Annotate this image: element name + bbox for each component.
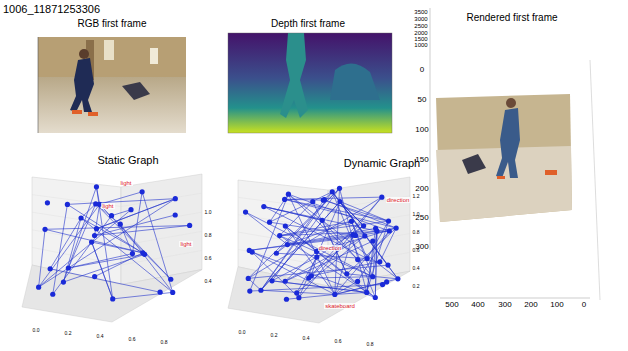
axis-tick: 1.0 bbox=[205, 210, 212, 215]
axis-tick: 0.0 bbox=[239, 330, 246, 335]
axis-tick: 200 bbox=[415, 185, 428, 193]
graph-edges bbox=[246, 188, 398, 299]
axis-tick: 100 bbox=[415, 126, 428, 134]
graph-points bbox=[243, 186, 401, 302]
node-label: direction bbox=[386, 197, 411, 203]
graph-points bbox=[36, 184, 192, 301]
axes-box bbox=[22, 174, 202, 322]
graph-plots bbox=[22, 174, 410, 323]
axis-tick: 0.4 bbox=[413, 266, 420, 271]
axis-tick: 0.2 bbox=[65, 331, 72, 336]
axis-tick: 1.0 bbox=[413, 212, 420, 217]
depth-frame bbox=[228, 33, 392, 133]
axis-tick: 0.6 bbox=[413, 248, 420, 253]
axis-tick: 0.4 bbox=[303, 336, 310, 341]
axis-tick: 500 bbox=[445, 301, 458, 309]
axis-tick: 1000 bbox=[414, 42, 427, 48]
rendered-frame bbox=[430, 8, 600, 300]
graph-edges bbox=[39, 187, 190, 299]
panel-title: Dynamic Graph bbox=[344, 158, 420, 169]
axis-tick: 1.2 bbox=[413, 194, 420, 199]
axis-tick: 200 bbox=[524, 301, 537, 309]
axis-tick: 3500 bbox=[414, 9, 427, 15]
axis-tick: 0.4 bbox=[97, 334, 104, 339]
node-label: skateboard bbox=[324, 303, 356, 309]
panel-title: Depth first frame bbox=[271, 19, 345, 29]
axis-tick: 50 bbox=[418, 96, 427, 104]
axis-tick: 3000 bbox=[414, 16, 427, 22]
figure-title: 1006_11871253306 bbox=[3, 4, 100, 15]
axes-box bbox=[228, 177, 410, 323]
axis-tick: 2500 bbox=[414, 23, 427, 29]
axis-tick: 0.6 bbox=[129, 337, 136, 342]
axis-tick: 100 bbox=[550, 301, 563, 309]
node-label: light bbox=[101, 203, 114, 209]
axis-tick: 0.8 bbox=[413, 230, 420, 235]
axis-tick: 0.0 bbox=[33, 328, 40, 333]
panel-title: Rendered first frame bbox=[466, 13, 557, 23]
node-label: light bbox=[119, 180, 132, 186]
axis-tick: 2000 bbox=[414, 30, 427, 36]
axis-tick: 300 bbox=[498, 301, 511, 309]
panel-title: Static Graph bbox=[97, 155, 158, 166]
axis-tick: 0.6 bbox=[335, 339, 342, 344]
node-label: light bbox=[179, 241, 192, 247]
rgb-frame bbox=[38, 37, 186, 133]
axis-tick: 0.6 bbox=[205, 256, 212, 261]
axis-tick: 0.4 bbox=[205, 279, 212, 284]
axis-tick: 0.8 bbox=[367, 342, 374, 347]
axis-tick: 0.8 bbox=[161, 340, 168, 345]
panel-title: RGB first frame bbox=[78, 19, 147, 29]
axis-tick: 0 bbox=[582, 301, 586, 309]
axis-tick: 0.2 bbox=[413, 284, 420, 289]
axis-tick: 0 bbox=[420, 66, 424, 74]
axis-tick: 1500 bbox=[414, 36, 427, 42]
axis-tick: 0.2 bbox=[271, 333, 278, 338]
axis-tick: 0.8 bbox=[205, 233, 212, 238]
axis-tick: 150 bbox=[415, 156, 428, 164]
node-label: direction bbox=[318, 245, 343, 251]
axis-tick: 400 bbox=[471, 301, 484, 309]
